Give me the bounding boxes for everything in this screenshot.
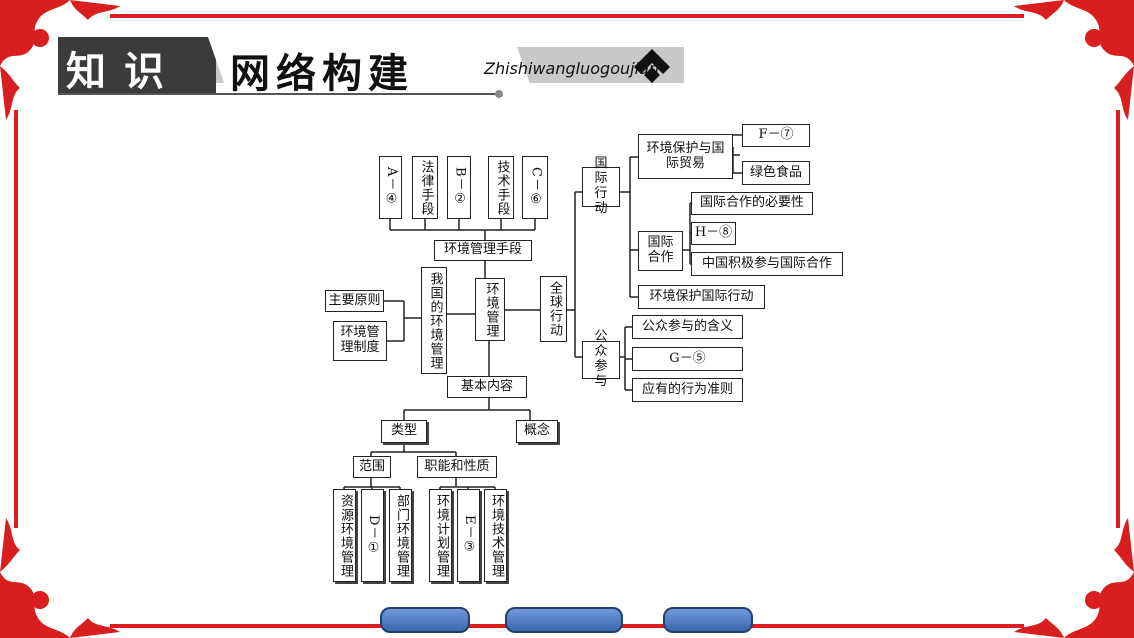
header-dot bbox=[495, 90, 503, 98]
node-env-management: 环境管理 bbox=[475, 278, 505, 341]
node-public-participation: 公众参与 bbox=[582, 329, 620, 389]
node-h8: H－⑧ bbox=[691, 222, 736, 245]
node-plan-management: 环境计划管理 bbox=[429, 489, 452, 582]
node-china-env-management: 我国的环境管理 bbox=[421, 267, 447, 374]
header-underline bbox=[58, 93, 498, 95]
corner-ornament-bottom-right bbox=[1014, 518, 1134, 638]
node-participation-meaning: 公众参与的含义 bbox=[632, 315, 743, 339]
node-management-means: 环境管理手段 bbox=[434, 240, 532, 261]
nav-button-previous[interactable] bbox=[380, 607, 470, 633]
node-international-cooperation: 国际合作 bbox=[638, 231, 683, 271]
node-function-nature: 职能和性质 bbox=[417, 456, 497, 478]
node-hand-a: A－④ bbox=[379, 156, 402, 219]
node-basic-content: 基本内容 bbox=[447, 376, 527, 398]
node-f7: F－⑦ bbox=[742, 124, 810, 147]
node-behavior-norms: 应有的行为准则 bbox=[632, 378, 743, 402]
section-header: 知识 网络构建 Zhishiwangluogoujian bbox=[58, 37, 684, 98]
node-management-system: 环境管理制度 bbox=[333, 321, 387, 361]
node-env-trade: 环境保护与国际贸易 bbox=[638, 134, 733, 179]
frame-top bbox=[110, 14, 1024, 18]
node-resource-management: 资源环境管理 bbox=[333, 489, 356, 582]
node-env-international-action: 环境保护国际行动 bbox=[638, 285, 765, 309]
chevron-up-icon bbox=[634, 49, 670, 83]
frame-right bbox=[1116, 110, 1120, 528]
nav-button-next[interactable] bbox=[663, 607, 753, 633]
node-types: 类型 bbox=[381, 420, 427, 443]
corner-ornament-top-right bbox=[1014, 0, 1134, 120]
header-zhishi: 知识 bbox=[66, 49, 182, 95]
node-green-food: 绿色食品 bbox=[742, 161, 810, 185]
corner-ornament-bottom-left bbox=[0, 518, 120, 638]
node-scope: 范围 bbox=[353, 456, 391, 478]
header-dark-block bbox=[58, 37, 216, 93]
nav-button-home[interactable] bbox=[505, 607, 623, 633]
node-cooperation-necessity: 国际合作的必要性 bbox=[691, 192, 813, 215]
node-main-principle: 主要原则 bbox=[325, 290, 384, 312]
node-e3: E－③ bbox=[457, 489, 480, 582]
header-title: 网络构建 bbox=[230, 51, 414, 97]
node-international-action: 国际行动 bbox=[582, 156, 620, 216]
node-technical-means: 技术手段 bbox=[488, 156, 514, 219]
frame-left bbox=[14, 110, 18, 528]
node-concept: 概念 bbox=[516, 420, 558, 443]
header-white-panel bbox=[208, 37, 533, 93]
corner-ornament-top-left bbox=[0, 0, 120, 120]
node-g5: G－⑤ bbox=[632, 347, 743, 371]
node-china-participation: 中国积极参与国际合作 bbox=[691, 252, 843, 276]
node-hand-c: C－⑥ bbox=[522, 156, 548, 219]
node-d1: D－① bbox=[361, 489, 384, 582]
header-pinyin: Zhishiwangluogoujian bbox=[484, 59, 659, 78]
node-legal-means: 法律手段 bbox=[412, 156, 438, 219]
node-tech-management: 环境技术管理 bbox=[484, 489, 507, 582]
node-department-management: 部门环境管理 bbox=[389, 489, 412, 582]
node-global-action: 全球行动 bbox=[540, 276, 567, 342]
node-hand-b: B－② bbox=[447, 156, 471, 219]
